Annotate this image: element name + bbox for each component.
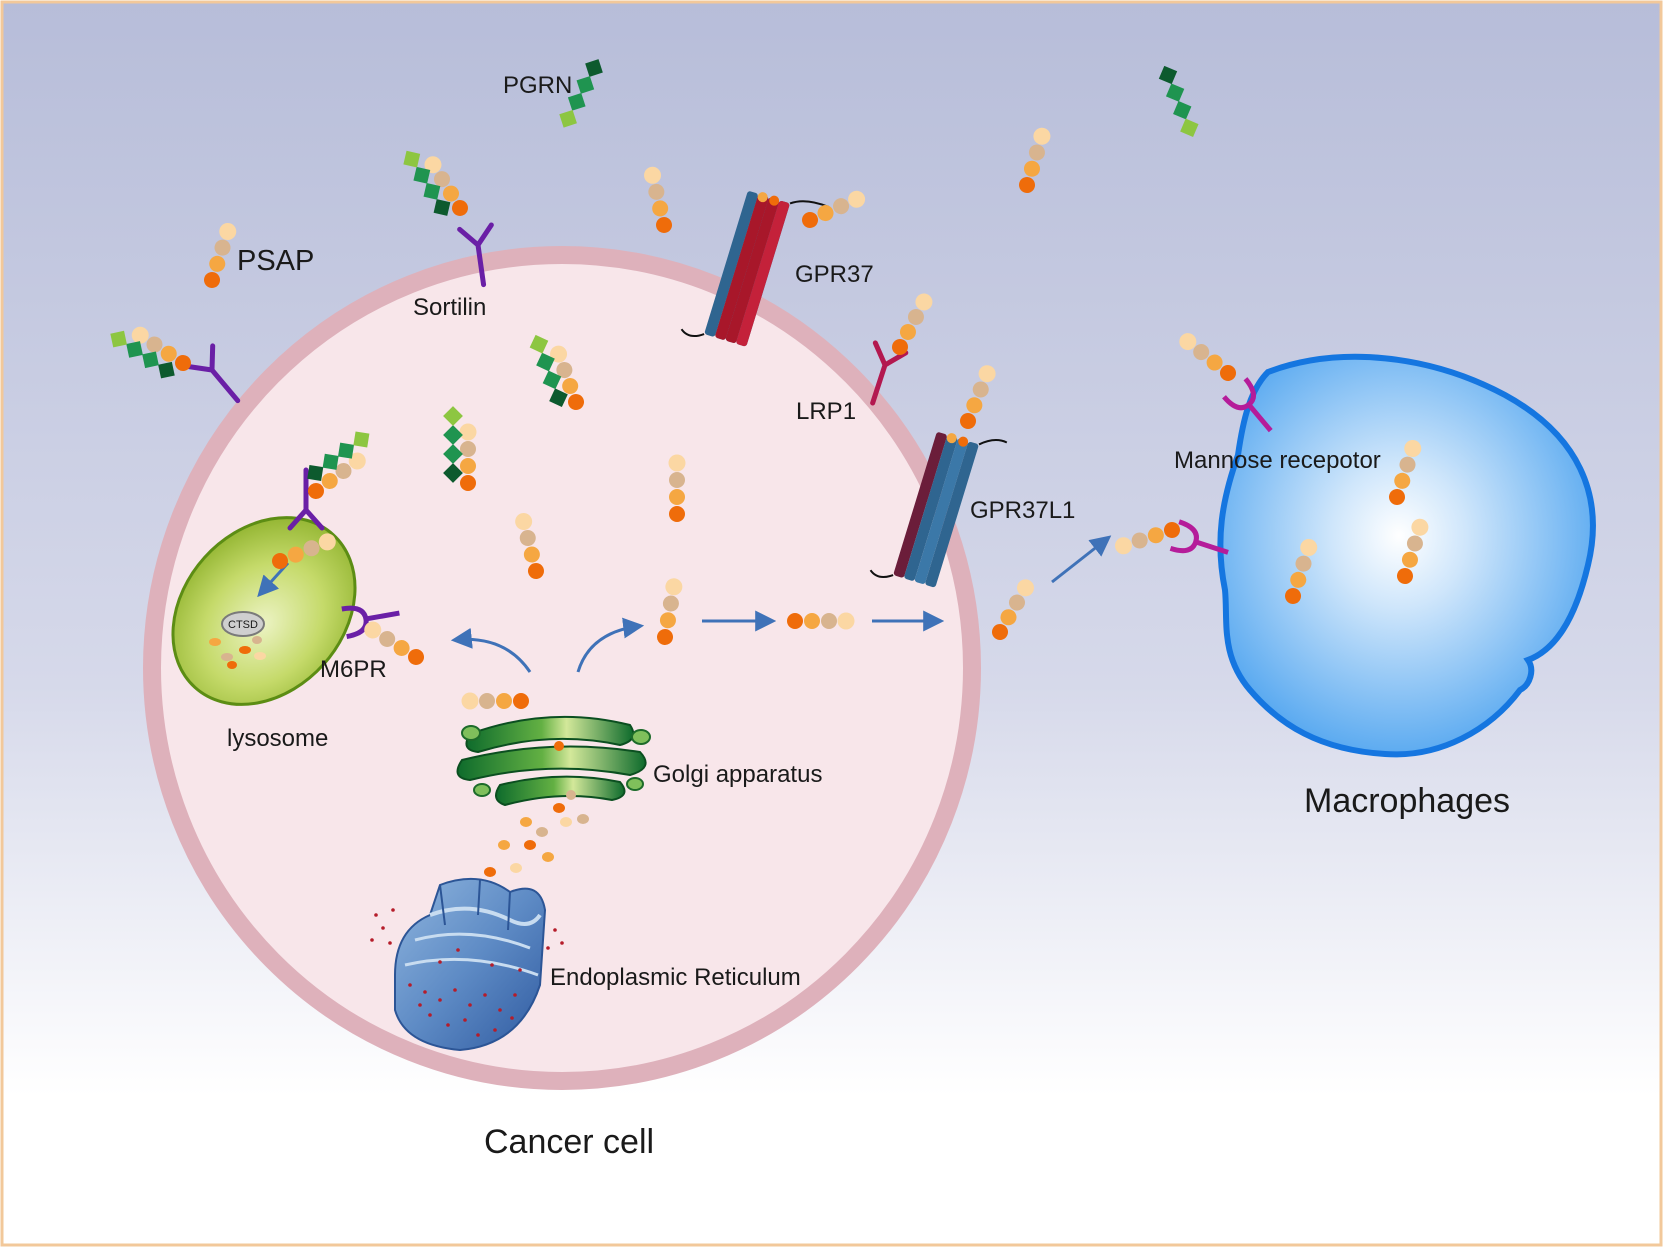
mannose-receptor-label: Mannose recepotor [1174,447,1381,474]
ribosomes [370,908,564,1037]
ctsd-enzyme: CTSD [221,611,265,637]
gpr37-receptor [680,190,830,347]
macrophages-label: Macrophages [1304,782,1510,820]
endoplasmic-reticulum [370,877,564,1052]
arrow-golgi-to-secretion [576,617,645,673]
gpr37-label: GPR37 [795,261,874,288]
labels: PGRN PSAP Sortilin GPR37 LRP1 GPR37L1 Ma… [227,72,1510,1161]
lrp1-label: LRP1 [796,398,856,425]
lysosome: CTSD [171,516,357,706]
arrow-to-macrophage [1051,535,1112,584]
lysosome-body [171,516,357,706]
pgrn-label: PGRN [503,72,572,99]
sortilin-label: Sortilin [413,294,486,321]
er-label: Endoplasmic Reticulum [550,964,801,991]
arrow-golgi-to-lysosome [450,627,532,673]
golgi-apparatus [456,715,651,807]
transport-vesicles [484,803,589,877]
ctsd-label: CTSD [228,619,258,631]
psap-fragments [209,636,266,669]
psap-label: PSAP [237,245,314,277]
gpr37l1-receptor [869,432,1008,588]
cancer-cell-label: Cancer cell [484,1123,654,1161]
gpr37l1-label: GPR37L1 [970,497,1075,524]
golgi-label: Golgi apparatus [653,761,822,788]
m6pr-label: M6PR [320,656,387,683]
lysosome-label: lysosome [227,725,328,752]
